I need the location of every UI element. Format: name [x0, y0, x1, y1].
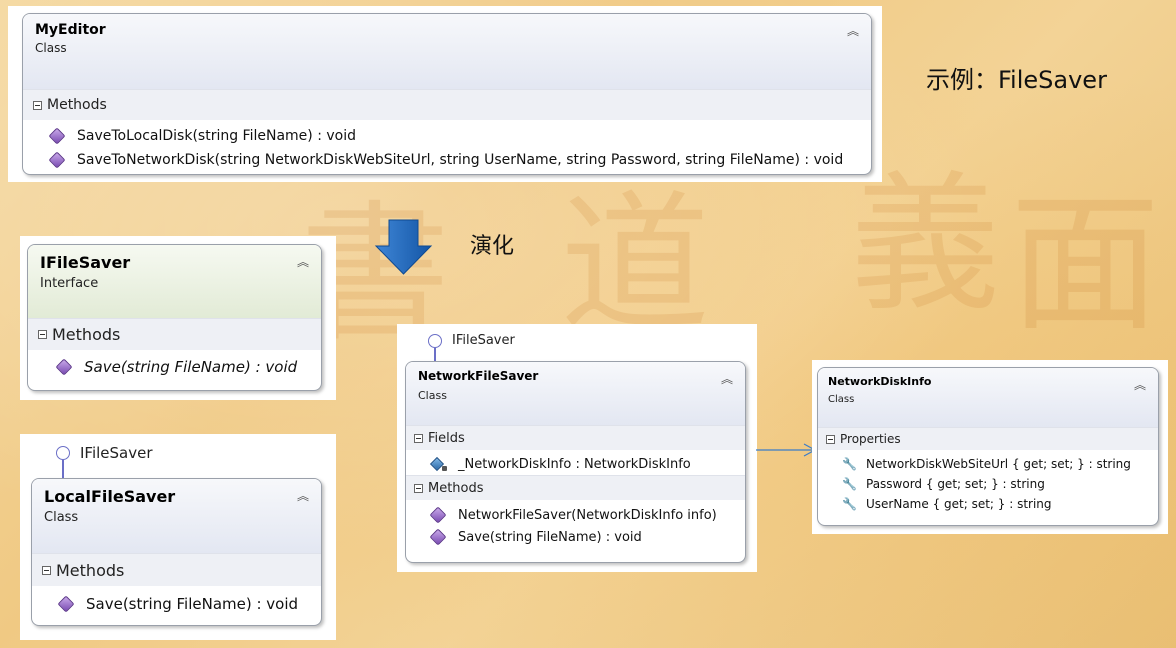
method-cube-icon — [48, 127, 66, 145]
collapse-minus-icon[interactable] — [33, 100, 42, 110]
association-arrow — [756, 443, 817, 457]
method-item[interactable]: NetworkFileSaver(NetworkDiskInfo info) — [429, 504, 745, 526]
class-kind: Class — [418, 389, 447, 402]
chevron-up-double-icon[interactable]: ︽ — [846, 24, 859, 38]
method-signature: Save(string FileName) : void — [84, 358, 298, 376]
method-item[interactable]: Save(string FileName) : void — [429, 526, 745, 548]
property-signature: NetworkDiskWebSiteUrl { get; set; } : st… — [866, 457, 1131, 471]
collapse-minus-icon[interactable] — [42, 565, 51, 575]
property-item[interactable]: 🔧 UserName { get; set; } : string — [842, 494, 1158, 514]
class-kind: Class — [828, 394, 855, 405]
private-field-icon — [432, 459, 447, 471]
class-name: NetworkDiskInfo — [828, 375, 932, 388]
property-item[interactable]: 🔧 Password { get; set; } : string — [842, 474, 1158, 494]
class-kind: Class — [35, 41, 67, 55]
section-label: Methods — [47, 97, 107, 113]
fields-section-header[interactable]: Fields — [406, 425, 745, 450]
method-cube-icon — [55, 358, 73, 376]
wrench-icon: 🔧 — [842, 457, 857, 471]
chevron-up-double-icon[interactable]: ︽ — [1133, 378, 1146, 392]
implemented-interface-label: IFileSaver — [80, 444, 153, 462]
collapse-minus-icon[interactable] — [414, 483, 423, 493]
methods-section-header[interactable]: Methods — [28, 318, 321, 350]
down-arrow-icon — [374, 219, 433, 275]
method-item[interactable]: SaveToLocalDisk(string FileName) : void — [48, 124, 871, 148]
method-cube-icon — [48, 151, 66, 169]
interface-kind: Interface — [40, 276, 99, 291]
chevron-up-double-icon[interactable]: ︽ — [296, 255, 309, 269]
methods-section-header[interactable]: Methods — [23, 89, 871, 120]
method-signature: SaveToLocalDisk(string FileName) : void — [77, 128, 356, 144]
section-label: Properties — [840, 432, 901, 446]
networkfilesaver-class-box[interactable]: NetworkFileSaver Class ︽ Fields _Network… — [405, 361, 746, 563]
property-signature: UserName { get; set; } : string — [866, 497, 1052, 511]
class-name: LocalFileSaver — [44, 487, 176, 506]
wrench-icon: 🔧 — [842, 497, 857, 511]
evolution-label: 演化 — [470, 234, 515, 259]
collapse-minus-icon[interactable] — [414, 433, 423, 443]
background-calligraphy: 義 — [850, 158, 1001, 332]
method-item[interactable]: SaveToNetworkDisk(string NetworkDiskWebS… — [48, 148, 871, 172]
ifilesaver-interface-box[interactable]: IFileSaver Interface ︽ Methods Save(stri… — [27, 244, 322, 391]
class-name: NetworkFileSaver — [418, 369, 539, 383]
implemented-interface-label: IFileSaver — [452, 333, 515, 348]
method-cube-icon — [429, 506, 447, 524]
field-signature: _NetworkDiskInfo : NetworkDiskInfo — [458, 456, 691, 472]
class-kind: Class — [44, 510, 79, 525]
method-cube-icon — [429, 528, 447, 546]
collapse-minus-icon[interactable] — [826, 434, 835, 444]
class-name: MyEditor — [35, 22, 106, 38]
interface-name: IFileSaver — [40, 253, 131, 272]
section-label: Fields — [428, 430, 465, 446]
method-signature: Save(string FileName) : void — [86, 595, 299, 613]
property-signature: Password { get; set; } : string — [866, 477, 1045, 491]
chevron-up-double-icon[interactable]: ︽ — [720, 372, 733, 386]
interface-ring-icon — [56, 446, 70, 460]
method-signature: Save(string FileName) : void — [458, 529, 642, 545]
methods-section-header[interactable]: Methods — [32, 553, 321, 586]
method-cube-icon — [57, 595, 75, 613]
field-item[interactable]: _NetworkDiskInfo : NetworkDiskInfo — [432, 453, 745, 475]
page-title: 示例：FileSaver — [926, 66, 1107, 94]
section-label: Methods — [52, 325, 121, 344]
properties-section-header[interactable]: Properties — [818, 427, 1158, 450]
method-signature: SaveToNetworkDisk(string NetworkDiskWebS… — [77, 152, 844, 168]
ifilesaver-lollipop: IFileSaver — [428, 333, 515, 362]
myeditor-class-box[interactable]: MyEditor Class ︽ Methods SaveToLocalDisk… — [22, 13, 872, 175]
method-item[interactable]: Save(string FileName) : void — [57, 591, 321, 617]
background-calligraphy: 面 — [1010, 178, 1161, 352]
interface-ring-icon — [428, 334, 442, 348]
method-item[interactable]: Save(string FileName) : void — [55, 354, 321, 380]
wrench-icon: 🔧 — [842, 477, 857, 491]
property-item[interactable]: 🔧 NetworkDiskWebSiteUrl { get; set; } : … — [842, 454, 1158, 474]
ifilesaver-lollipop: IFileSaver — [56, 444, 153, 480]
section-label: Methods — [56, 560, 125, 580]
method-signature: NetworkFileSaver(NetworkDiskInfo info) — [458, 507, 717, 523]
localfilesaver-class-box[interactable]: LocalFileSaver Class ︽ Methods Save(stri… — [31, 478, 322, 626]
collapse-minus-icon[interactable] — [38, 330, 47, 339]
chevron-up-double-icon[interactable]: ︽ — [296, 489, 309, 503]
background-calligraphy: 道 — [560, 178, 711, 352]
networkdiskinfo-class-box[interactable]: NetworkDiskInfo Class ︽ Properties 🔧 Net… — [817, 367, 1159, 526]
section-label: Methods — [428, 480, 484, 496]
methods-section-header[interactable]: Methods — [406, 475, 745, 500]
